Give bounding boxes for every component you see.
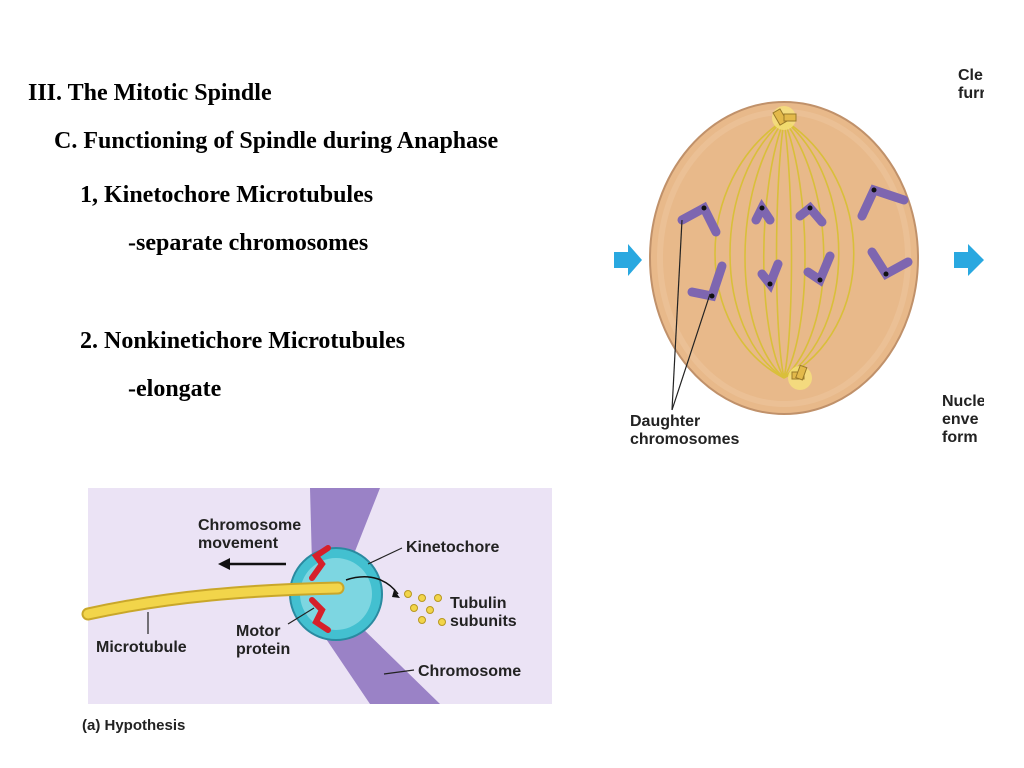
movement-label-line2: movement [198, 535, 279, 552]
item-nonkinetochore-detail: -elongate [128, 376, 222, 402]
chromosome-centromeres [701, 187, 889, 299]
hypothesis-caption: (a) Hypothesis [82, 717, 185, 734]
nuclear-label-line1: Nucle [942, 393, 984, 410]
tubulin-label-line2: subunits [450, 613, 517, 630]
cleavage-label-line2: furr [958, 85, 984, 102]
slide-subheading: C. Functioning of Spindle during Anaphas… [54, 128, 499, 154]
motor-label-line1: Motor [236, 623, 280, 640]
anaphase-cell-figure: Daughter chromosomes Cle furr Nucle enve… [612, 60, 984, 460]
daughter-leader-line-2 [671, 293, 711, 411]
daughter-label-line2: chromosomes [630, 431, 739, 448]
cleavage-label-line1: Cle [958, 67, 983, 84]
motor-protein-upper [309, 545, 331, 581]
daughter-leader-line-1 [671, 219, 683, 411]
lower-centrosome [788, 364, 812, 390]
cell-body [649, 101, 919, 415]
item-kinetochore-microtubules: 1, Kinetochore Microtubules [80, 182, 374, 208]
motor-label-line2: protein [236, 641, 290, 658]
chromosome-leader [383, 669, 415, 675]
left-arrow-icon [614, 244, 642, 276]
tubulin-subunits [404, 590, 446, 626]
item-nonkinetochore-microtubules: 2. Nonkinetichore Microtubules [80, 328, 406, 354]
slide-heading: III. The Mitotic Spindle [28, 80, 272, 106]
chromosome-label: Chromosome [418, 663, 521, 680]
tubulin-label-line1: Tubulin [450, 595, 507, 612]
item-kinetochore-detail: -separate chromosomes [128, 230, 369, 256]
chromosome-upper-arm [310, 488, 380, 564]
nuclear-label-line2: enve [942, 411, 979, 428]
kinetochore-label: Kinetochore [406, 539, 499, 556]
nuclear-label-line3: form [942, 429, 978, 446]
release-arrow [345, 576, 399, 595]
motor-protein-lower [309, 597, 331, 633]
right-arrow-icon [954, 244, 984, 276]
chromosome-lower-arm [316, 624, 440, 704]
spindle-fibers [714, 119, 855, 379]
hypothesis-figure: Chromosome movement Kinetochore Tubulin … [81, 488, 552, 734]
motor-leader [287, 607, 315, 625]
movement-arrowhead-icon [218, 558, 230, 570]
upper-centrosome [772, 106, 797, 130]
kinetochore-leader [367, 547, 403, 565]
microtubule-label: Microtubule [96, 639, 187, 656]
daughter-label-line1: Daughter [630, 413, 700, 430]
movement-label-line1: Chromosome [198, 517, 301, 534]
